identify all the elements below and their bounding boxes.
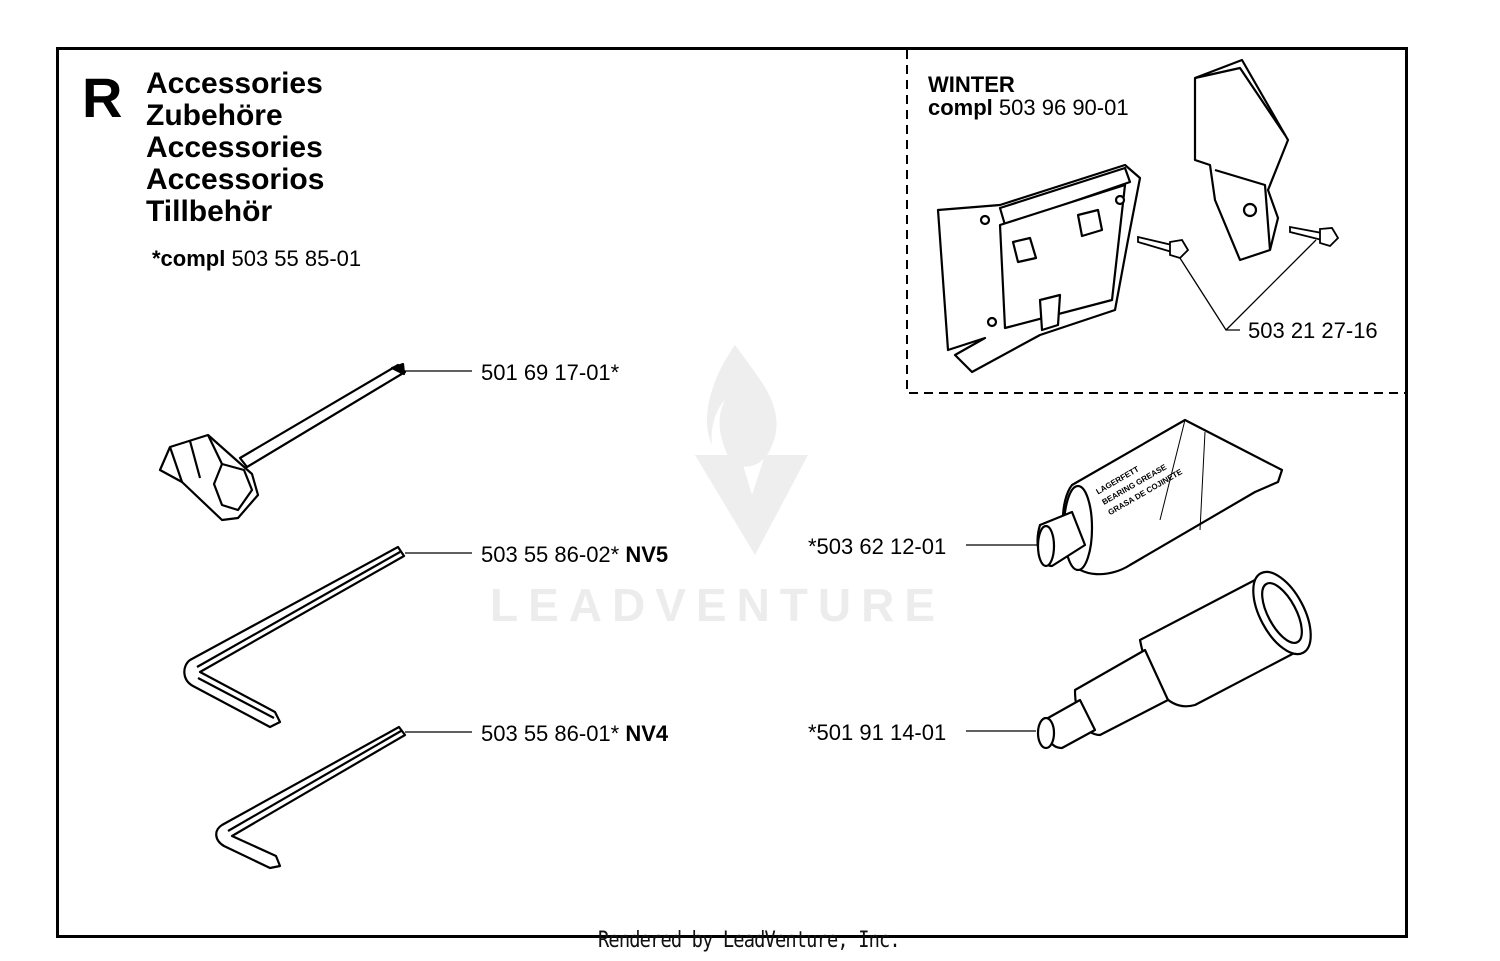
part-label-grease[interactable]: *503 62 12-01 xyxy=(808,534,947,559)
hex-key-nv5-icon xyxy=(183,545,406,729)
leader-line xyxy=(1177,254,1240,331)
piston-stop-tool-icon xyxy=(1036,570,1312,750)
screw-icon xyxy=(1137,235,1190,260)
leader-line xyxy=(1225,239,1317,331)
drawing-frame xyxy=(56,47,1408,938)
part-label-combination-wrench[interactable]: 501 69 17-01* xyxy=(481,360,620,385)
title-french: Accessories xyxy=(146,131,323,164)
winter-cover-plate-icon xyxy=(936,163,1142,374)
winter-kit-number: compl 503 96 90-01 xyxy=(928,95,1129,120)
watermark-logo-icon xyxy=(695,345,808,555)
part-label-hex-key-nv4[interactable]: 503 55 86-01* NV4 xyxy=(481,721,669,746)
part-label-hex-key-nv5[interactable]: 503 55 86-02* NV5 xyxy=(481,542,669,567)
watermark-text: LEADVENTURE xyxy=(490,579,946,631)
screw-icon xyxy=(1289,225,1340,248)
hex-key-nv4-icon xyxy=(215,725,407,870)
complete-kit-number: *compl 503 55 85-01 xyxy=(152,246,362,271)
section-titles: Accessories Zubehöre Accessories Accesso… xyxy=(146,68,324,228)
part-label-piston-stop[interactable]: *501 91 14-01 xyxy=(808,720,947,745)
footer-credit: Rendered by LeadVenture, Inc. xyxy=(598,928,901,953)
title-english: Accessories xyxy=(146,67,323,100)
section-letter: R xyxy=(82,66,123,129)
winter-kit-border xyxy=(906,50,1406,394)
title-swedish: Tillbehör xyxy=(146,195,273,228)
combination-wrench-icon xyxy=(158,362,407,522)
winter-kit-title: WINTER xyxy=(928,72,1015,97)
part-label-screw[interactable]: 503 21 27-16 xyxy=(1248,318,1378,343)
grease-tube-icon xyxy=(1036,418,1284,576)
winter-intake-cover-icon xyxy=(1193,58,1290,262)
title-spanish: Accessorios xyxy=(146,163,325,196)
title-german: Zubehöre xyxy=(146,99,283,132)
